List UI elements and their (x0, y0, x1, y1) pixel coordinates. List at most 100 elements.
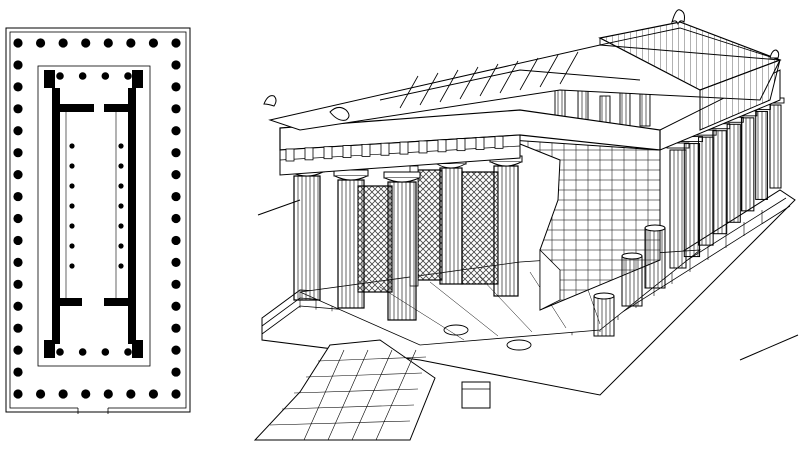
triglyph (323, 146, 333, 160)
entablature (279, 109, 661, 176)
peristyle-column (81, 38, 91, 48)
akroterion-ornament (769, 49, 780, 59)
porch-column (101, 348, 110, 356)
peristyle-column (13, 148, 23, 158)
door-center (417, 169, 443, 281)
ramp-joint (351, 349, 393, 441)
peristyle-column (58, 38, 68, 48)
peristyle-column (13, 367, 23, 377)
inner-column (118, 163, 124, 169)
flank-column (723, 116, 744, 223)
cella-inner-columns (69, 143, 124, 269)
front-doors (357, 165, 499, 293)
ramp-joint (375, 349, 417, 441)
peristyle-column (13, 279, 23, 289)
column-echinus (334, 175, 368, 181)
peristyle-column (171, 60, 181, 70)
porch-column (78, 72, 87, 80)
akroteria (263, 9, 780, 121)
rafter (439, 69, 459, 103)
peristyle-column (171, 126, 181, 136)
ramp-joint (305, 372, 423, 378)
peristyle-column (13, 126, 23, 136)
peristyle-column (13, 235, 23, 246)
porch-column (124, 72, 132, 80)
peristyle-column (126, 389, 136, 399)
triglyph (437, 139, 447, 153)
inner-column (69, 163, 75, 169)
peristyle-column (171, 38, 181, 48)
peristyle-column (103, 389, 113, 399)
peristyle-column (13, 60, 23, 70)
peristyle-column (13, 345, 23, 355)
rafter (499, 60, 519, 94)
peristyle-column (103, 38, 113, 48)
ramp-joint (317, 356, 427, 362)
inner-column (118, 203, 124, 209)
tiled-roof (598, 21, 782, 131)
triglyph (456, 138, 466, 152)
column-stump (593, 292, 615, 337)
peristyle-column (13, 104, 23, 114)
front-column (489, 155, 523, 297)
peristyle-column (13, 301, 23, 311)
peristyle-column (171, 191, 181, 202)
column-stump (644, 224, 666, 289)
triglyph (380, 142, 390, 156)
inner-column (118, 143, 124, 149)
peristyle-column (13, 191, 23, 202)
floor-plan (5, 27, 191, 414)
rafter (399, 75, 419, 109)
column-stump (621, 252, 643, 307)
peristyle-column (13, 170, 23, 180)
inner-column (118, 263, 124, 269)
peristyle-column (171, 213, 181, 224)
peristyle-column (126, 38, 136, 48)
peristyle-column (171, 104, 181, 114)
fallen-block (461, 381, 491, 409)
flank-column (752, 103, 771, 200)
rafter (539, 54, 559, 88)
peristyle-column (13, 82, 23, 92)
peristyle-column (148, 38, 159, 48)
inner-column (69, 263, 75, 269)
triglyph (361, 143, 371, 157)
peristyle-column (13, 389, 23, 399)
triglyph (342, 145, 352, 158)
peristyle-column (35, 38, 46, 48)
entrance-ramp (253, 339, 491, 441)
porch-column (56, 348, 64, 356)
peristyle-column (171, 235, 181, 246)
peristyle-column (58, 389, 68, 399)
rafter (519, 57, 539, 91)
peristyle-column (81, 389, 91, 399)
peristyle-column (171, 367, 181, 377)
inner-column (69, 183, 75, 189)
akroterion-ornament (263, 95, 277, 107)
ramp-joint (281, 404, 415, 410)
inner-column (69, 243, 75, 249)
front-column (383, 171, 421, 321)
front-column (435, 157, 467, 285)
cutaway-perspective (253, 9, 799, 441)
rafter (419, 72, 439, 106)
inner-column (118, 223, 124, 229)
ground-line-left (257, 199, 301, 216)
inner-column (69, 143, 75, 149)
column-echinus (436, 163, 466, 169)
triglyph (475, 137, 485, 150)
pavement-joint (429, 281, 499, 337)
peristyle-columns (13, 38, 181, 399)
ramp-joint (327, 349, 369, 441)
triglyph (285, 148, 295, 162)
door-right (461, 171, 499, 285)
peristyle-column (13, 213, 23, 224)
rafter (559, 51, 579, 85)
triglyph (399, 141, 409, 155)
triglyph (494, 135, 504, 149)
column-echinus (384, 177, 420, 183)
peristyle-column (171, 389, 181, 399)
inner-column (118, 183, 124, 189)
cella-outer-boundary (37, 65, 151, 367)
